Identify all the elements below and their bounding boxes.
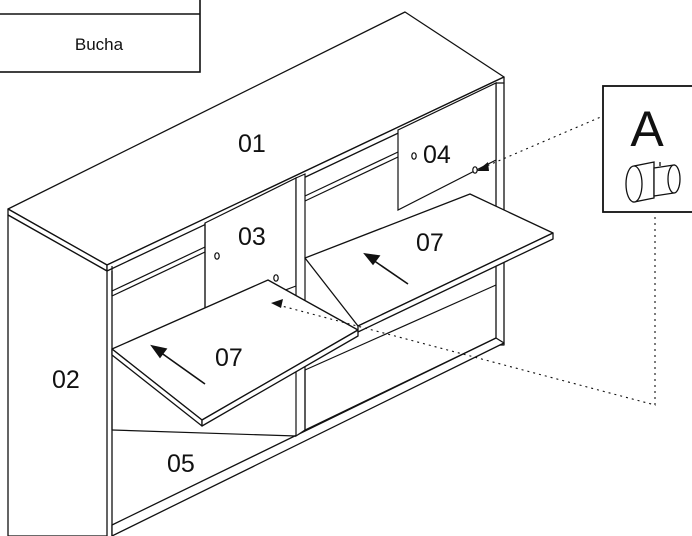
leader-lower	[277, 213, 656, 406]
left-door	[111, 279, 359, 427]
label-part-02: 02	[52, 366, 80, 394]
hole-left-door	[273, 274, 279, 282]
label-part-03: 03	[238, 223, 266, 251]
drill-holes	[214, 152, 478, 282]
callout-letter: A	[630, 101, 664, 157]
left-door-arrow	[159, 351, 206, 385]
right-door-arrow	[372, 259, 409, 285]
dowel-bushing-icon	[625, 161, 681, 203]
hole-right-panel	[472, 166, 478, 174]
label-part-07-right: 07	[416, 229, 444, 257]
hole-left-divider	[214, 252, 220, 260]
leader-arrowheads	[271, 162, 489, 308]
legend-box: Bucha	[0, 0, 201, 73]
leader-lines	[277, 115, 656, 406]
leader-upper	[481, 115, 604, 169]
label-part-05: 05	[167, 450, 195, 478]
label-part-04: 04	[423, 141, 451, 169]
right-divider	[397, 82, 497, 211]
right-door	[304, 193, 554, 333]
label-part-01: 01	[238, 130, 266, 158]
legend-item-bucha: Bucha	[75, 35, 124, 54]
door-arrows	[150, 252, 409, 385]
bottom-shelf	[111, 337, 505, 536]
hole-right-divider	[411, 152, 417, 160]
label-part-07-left: 07	[215, 344, 243, 372]
part-labels: 01 02 03 04 05 07 07	[52, 130, 451, 478]
callout-box-a: A	[602, 85, 692, 213]
left-side-panel	[7, 214, 108, 536]
